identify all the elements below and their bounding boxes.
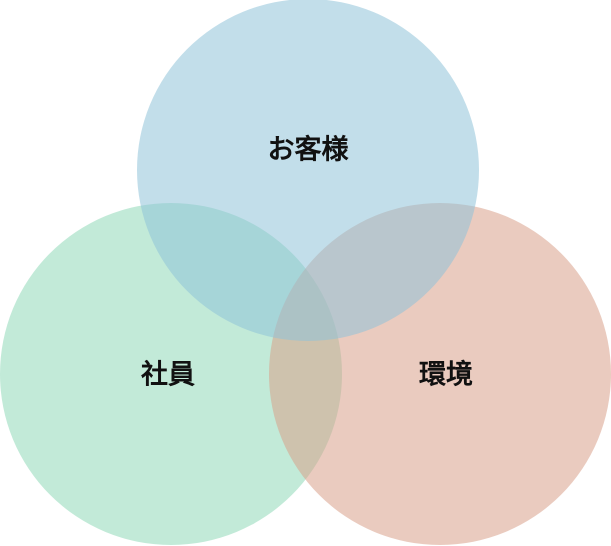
label-customers: お客様 <box>268 134 350 166</box>
label-employees: 社員 <box>141 359 195 391</box>
circle-customers <box>137 0 479 341</box>
label-environment: 環境 <box>419 360 473 391</box>
